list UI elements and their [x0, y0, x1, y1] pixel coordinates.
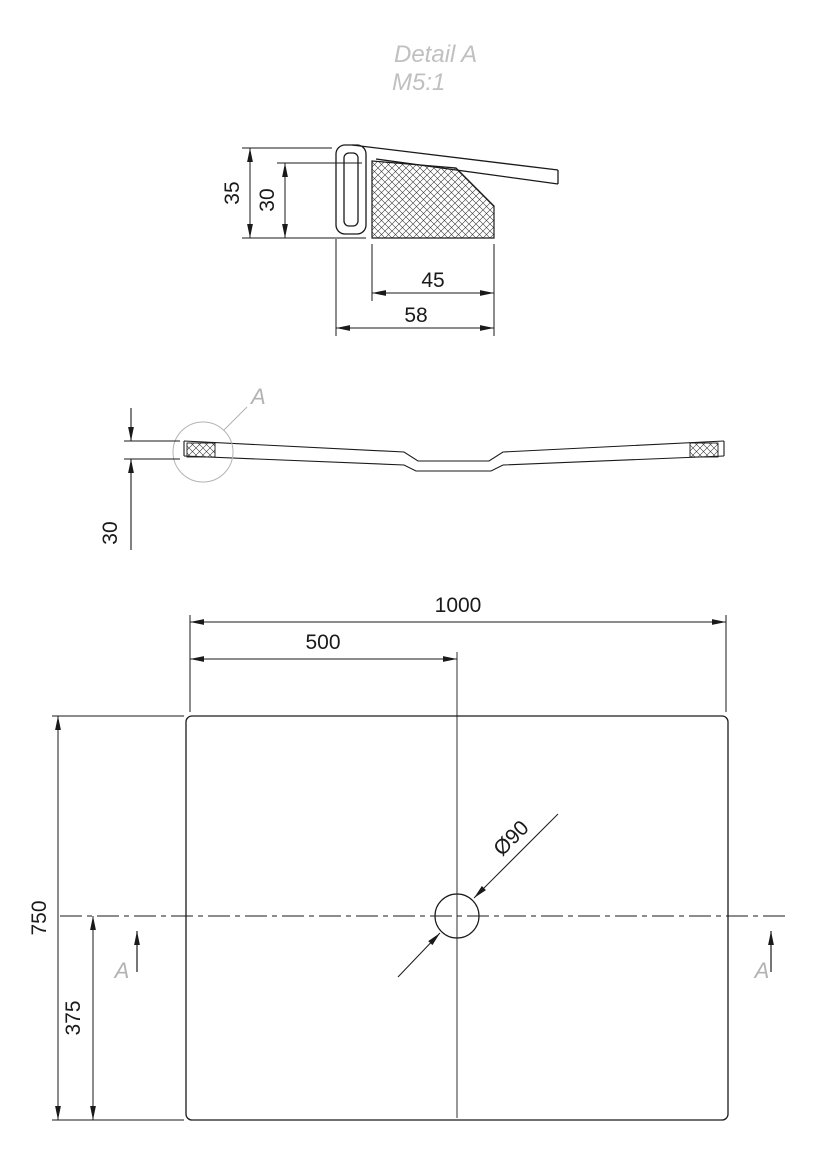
dim-750: [52, 715, 184, 1121]
dim-750-label: 750: [28, 900, 51, 935]
dim-58-label: 58: [404, 304, 427, 327]
plan-view: [52, 615, 788, 1121]
section-label-right: A: [753, 958, 770, 983]
dim-500-label: 500: [305, 631, 340, 654]
detail-marker-label: A: [249, 384, 266, 409]
dim-30-detail: [277, 162, 362, 238]
side-hatch-left: [186, 442, 216, 458]
dim-35: [242, 147, 366, 239]
dim-58: [335, 239, 494, 336]
drain-circle: [434, 893, 480, 939]
detail-callout: [172, 406, 248, 483]
section-label-left: A: [113, 958, 130, 983]
side-view: [124, 406, 725, 550]
side-hatch-right: [689, 442, 719, 458]
detail-edge-profile: [335, 144, 559, 235]
detail-circle: [172, 421, 234, 483]
dim-375-label: 375: [62, 1000, 85, 1035]
dim-30-side: [124, 408, 180, 550]
dim-1000: [189, 615, 727, 712]
dim-35-label: 35: [221, 181, 244, 204]
detail-view: [335, 144, 559, 239]
dim-1000-label: 1000: [435, 594, 482, 617]
detail-dimensions: [242, 147, 495, 336]
detail-title-text: Detail A: [394, 41, 477, 68]
section-arrows: [134, 931, 774, 972]
drain-leader: [397, 813, 559, 978]
detail-hatch-block: [371, 160, 495, 239]
side-profile: [183, 440, 725, 472]
dim-45: [371, 244, 495, 336]
detail-title: Detail A M5:1: [392, 41, 477, 96]
dim-45-label: 45: [421, 269, 444, 292]
detail-leader-line: [223, 406, 248, 431]
detail-scale-text: M5:1: [392, 69, 445, 96]
dim-drain-label: Ø90: [489, 816, 533, 860]
dim-30-detail-label: 30: [256, 188, 279, 211]
dim-30-side-label: 30: [99, 521, 122, 544]
